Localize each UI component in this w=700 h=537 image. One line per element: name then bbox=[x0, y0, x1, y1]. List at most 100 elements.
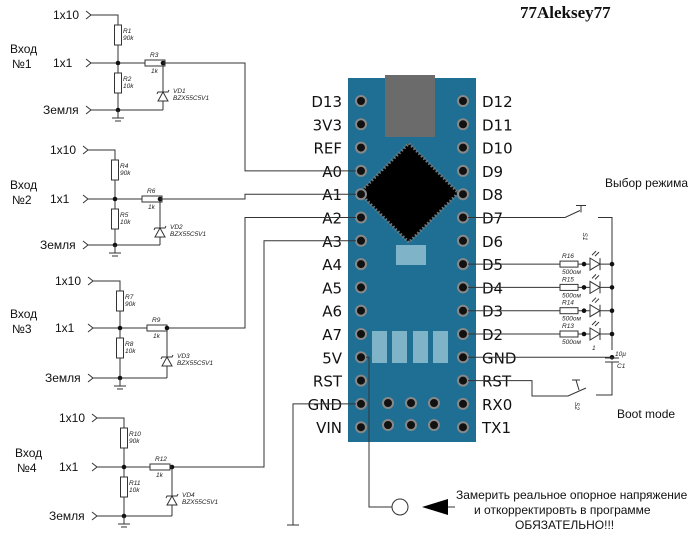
pin-label-left: A1 bbox=[322, 186, 342, 204]
input-block-2: Вход№21x101x1ЗемляR490kR510kR61kVD2BZX55… bbox=[10, 143, 207, 257]
resistor-led-value: 500ом bbox=[562, 339, 581, 346]
resistor-led-value: 500ом bbox=[562, 269, 581, 276]
pin-hole bbox=[457, 211, 469, 224]
resistor-top-value: 90k bbox=[125, 301, 136, 308]
resistor-led bbox=[559, 283, 579, 291]
wire-gnd-left bbox=[292, 403, 356, 525]
terminal-ground-label: Земля bbox=[45, 371, 81, 385]
pin-label-left: GND bbox=[308, 396, 342, 414]
resistor-top-name: R10 bbox=[129, 431, 141, 438]
pin-hole bbox=[405, 397, 417, 409]
resistor-bottom-name: R2 bbox=[123, 76, 132, 83]
pin-label-left: 3V3 bbox=[313, 116, 342, 134]
pin-label-right: D7 bbox=[482, 210, 503, 228]
terminal-arrow bbox=[82, 240, 89, 250]
junction-dot bbox=[609, 331, 615, 337]
input-block-3: Вход№31x101x1ЗемляR790kR810kR91kVD3BZX55… bbox=[10, 274, 214, 390]
author-title: 77Aleksey77 bbox=[520, 3, 611, 22]
pin-hole bbox=[457, 397, 469, 410]
resistor-led bbox=[559, 330, 579, 338]
board-pad bbox=[372, 331, 387, 363]
led-light-icon bbox=[591, 297, 597, 303]
zener-bar bbox=[165, 493, 179, 499]
zener-value: BZX55C5V1 bbox=[182, 499, 219, 506]
junction-dot bbox=[112, 196, 118, 202]
pin-label-left: VIN bbox=[316, 419, 342, 437]
terminal-x10-label: 1x10 bbox=[53, 8, 79, 22]
pin-label-right: D10 bbox=[482, 140, 513, 158]
note-line-1: Замерить реальное опорное напряжение bbox=[456, 488, 688, 502]
pin-label-left: 5V bbox=[322, 349, 343, 367]
pin-hole bbox=[428, 419, 440, 431]
terminal-arrow bbox=[87, 323, 94, 333]
resistor-top-name: R1 bbox=[123, 28, 132, 35]
led-light-icon bbox=[591, 274, 597, 279]
resistor-led bbox=[559, 260, 579, 268]
resistor-bottom bbox=[120, 476, 128, 498]
junction-dot bbox=[609, 261, 615, 267]
terminal-ground-label: Земля bbox=[40, 238, 76, 252]
junction-dot bbox=[581, 285, 587, 290]
mcu-chip bbox=[357, 141, 461, 245]
resistor-bottom-name: R11 bbox=[129, 480, 141, 487]
input-number: №2 bbox=[12, 193, 32, 207]
board-pad bbox=[433, 331, 448, 363]
note-line-3: ОБЯЗАТЕЛЬНО!!! bbox=[515, 518, 614, 532]
pin-hole bbox=[355, 328, 367, 340]
board-pad bbox=[396, 245, 426, 265]
led-bus bbox=[598, 217, 613, 350]
input-name: Вход bbox=[15, 446, 42, 460]
wire-a0 bbox=[163, 62, 356, 172]
led-light-icon bbox=[594, 321, 600, 327]
pin-hole bbox=[355, 281, 367, 294]
pin-hole bbox=[355, 118, 367, 131]
pin-label-right: RX0 bbox=[482, 396, 512, 414]
pin-hole bbox=[355, 351, 367, 364]
switch-s1 bbox=[468, 210, 581, 218]
terminal-x1-label: 1x1 bbox=[53, 56, 73, 70]
junction-dot bbox=[117, 325, 123, 331]
capacitor-name: C1 bbox=[617, 363, 626, 370]
wire-a1 bbox=[160, 193, 356, 200]
zener-name: VD1 bbox=[173, 88, 186, 95]
resistor-led-name: R15 bbox=[562, 276, 574, 283]
switch-s2-name: S2 bbox=[573, 402, 580, 410]
pin-label-left: D13 bbox=[311, 93, 342, 111]
input-number: №1 bbox=[12, 57, 32, 71]
pin-hole bbox=[355, 234, 367, 247]
pin-hole bbox=[382, 419, 394, 431]
resistor-top bbox=[114, 24, 122, 46]
pin-label-right: RST bbox=[482, 373, 512, 391]
resistor-bottom bbox=[111, 208, 119, 230]
zener-name: VD4 bbox=[182, 492, 195, 499]
resistor-top bbox=[120, 427, 128, 449]
pin-hole bbox=[355, 304, 367, 317]
zener-name: VD2 bbox=[170, 224, 183, 231]
resistor-series bbox=[146, 324, 168, 332]
pin-label-right: D9 bbox=[482, 163, 503, 181]
mode-select-label: Выбор режима bbox=[605, 176, 688, 190]
led-diode bbox=[589, 280, 601, 295]
pin-hole bbox=[355, 421, 367, 434]
resistor-bottom-value: 10k bbox=[129, 487, 140, 494]
resistor-series-name: R12 bbox=[155, 456, 167, 463]
wire-5v bbox=[366, 356, 392, 508]
pin-label-right: D6 bbox=[482, 233, 503, 251]
resistor-series-name: R6 bbox=[147, 188, 156, 195]
terminal-ground-label: Земля bbox=[43, 103, 79, 117]
pin-label-left: REF bbox=[313, 140, 342, 158]
pin-hole bbox=[355, 211, 367, 224]
usb-connector bbox=[385, 75, 435, 137]
board-pad bbox=[413, 331, 428, 363]
pin-hole bbox=[355, 188, 367, 201]
junction-dot bbox=[164, 325, 170, 331]
terminal-x1-label: 1x1 bbox=[55, 321, 75, 335]
junction-dot bbox=[609, 308, 615, 314]
pin-label-right: TX1 bbox=[481, 419, 511, 437]
terminal-x1-label: 1x1 bbox=[50, 192, 70, 206]
pin-hole bbox=[457, 118, 469, 131]
zener-value: BZX55C5V1 bbox=[177, 360, 214, 367]
pin-label-left: A5 bbox=[322, 279, 342, 297]
resistor-top bbox=[116, 290, 124, 312]
input-name: Вход bbox=[10, 307, 37, 321]
